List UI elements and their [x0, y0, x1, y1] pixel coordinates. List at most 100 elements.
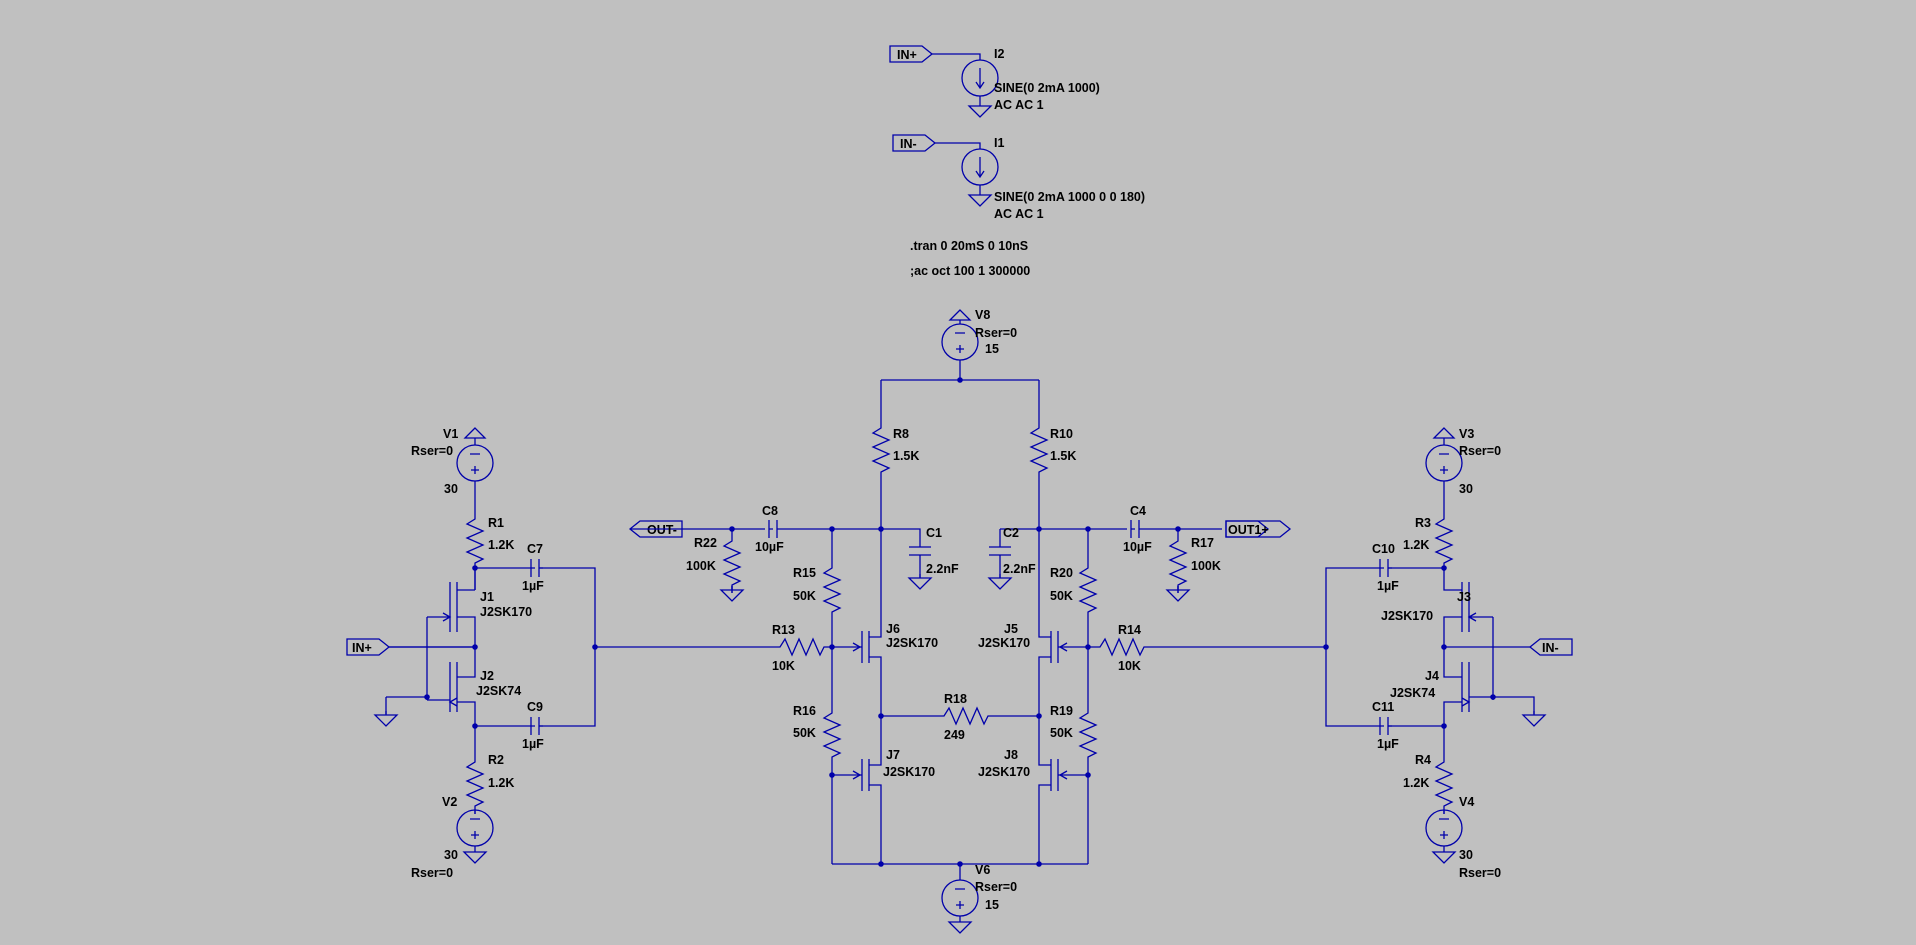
resistor-icon — [872, 415, 890, 481]
c7-value: 1µF — [522, 579, 544, 593]
c4-label: C4 — [1130, 504, 1146, 518]
v2-value: 30 — [444, 848, 458, 862]
voltage-source-icon — [941, 879, 979, 917]
j7-part: J2SK170 — [883, 765, 935, 779]
r4-label: R4 — [1415, 753, 1431, 767]
current-source-icon — [961, 148, 999, 186]
i1-label: I1 — [994, 136, 1004, 150]
v8-value: 15 — [985, 342, 999, 356]
ground-icon — [968, 190, 992, 207]
r10-value: 1.5K — [1050, 449, 1076, 463]
resistor-icon — [1435, 749, 1453, 815]
r2-value: 1.2K — [488, 776, 514, 790]
resistor-icon — [1079, 555, 1097, 621]
resistor-icon — [466, 749, 484, 815]
r13-label: R13 — [772, 623, 795, 637]
r16-label: R16 — [793, 704, 816, 718]
voltage-source-v8: V8 Rser=0 15 — [941, 308, 1017, 380]
jfet-j5: J5 J2SK170 — [978, 529, 1088, 716]
v6-label: V6 — [975, 863, 990, 877]
j6-label: J6 — [886, 622, 900, 636]
r13-value: 10K — [772, 659, 795, 673]
c1-value: 2.2nF — [926, 562, 959, 576]
i2-ac: AC AC 1 — [994, 98, 1044, 112]
net-label-out1-plus: OUT1+ — [1228, 523, 1269, 537]
r16-value: 50K — [793, 726, 816, 740]
capacitor-icon — [1379, 716, 1393, 736]
r18-value: 249 — [944, 728, 965, 742]
r4-value: 1.2K — [1403, 776, 1429, 790]
r20-value: 50K — [1050, 589, 1073, 603]
voltage-source-icon — [1425, 809, 1463, 847]
r3-value: 1.2K — [1403, 538, 1429, 552]
net-label-out-minus: OUT- — [647, 523, 677, 537]
r18-label: R18 — [944, 692, 967, 706]
ground-icon — [908, 573, 932, 590]
ground-icon — [1522, 710, 1546, 727]
v1-value: 30 — [444, 482, 458, 496]
j1-label: J1 — [480, 590, 494, 604]
tran-directive: .tran 0 20mS 0 10nS — [910, 239, 1028, 253]
v2-rser: Rser=0 — [411, 866, 453, 880]
i2-label: I2 — [994, 47, 1004, 61]
j6-part: J2SK170 — [886, 636, 938, 650]
r15-label: R15 — [793, 566, 816, 580]
v1-rser: Rser=0 — [411, 444, 453, 458]
j8-label: J8 — [1004, 748, 1018, 762]
j5-part: J2SK170 — [978, 636, 1030, 650]
capacitor-icon — [908, 546, 932, 556]
c8-label: C8 — [762, 504, 778, 518]
v4-rser: Rser=0 — [1459, 866, 1501, 880]
net-label-in-minus-right-icon — [1528, 638, 1573, 656]
r20-label: R20 — [1050, 566, 1073, 580]
current-source-i2: IN+ I2 SINE(0 2mA 1000) AC AC 1 — [889, 45, 1100, 118]
r15-value: 50K — [793, 589, 816, 603]
resistor-icon — [1435, 506, 1453, 572]
j7-label: J7 — [886, 748, 900, 762]
resistor-icon — [767, 638, 833, 656]
r14-value: 10K — [1118, 659, 1141, 673]
capacitor-icon — [1130, 519, 1144, 539]
c9-label: C9 — [527, 700, 543, 714]
ground-icon — [1166, 585, 1190, 602]
net-label-in-plus-top: IN+ — [897, 48, 917, 62]
r3-label: R3 — [1415, 516, 1431, 530]
j4-part: J2SK74 — [1390, 686, 1435, 700]
voltage-source-icon — [456, 809, 494, 847]
voltage-source-icon — [941, 323, 979, 361]
i1-ac: AC AC 1 — [994, 207, 1044, 221]
c10-value: 1µF — [1377, 579, 1399, 593]
j2-part: J2SK74 — [476, 684, 521, 698]
j5-label: J5 — [1004, 622, 1018, 636]
r1-label: R1 — [488, 516, 504, 530]
jfet-j8: J8 J2SK170 — [978, 716, 1088, 864]
current-source-icon — [961, 59, 999, 97]
j3-label: J3 — [1457, 590, 1471, 604]
resistor-icon — [1079, 700, 1097, 766]
r8-value: 1.5K — [893, 449, 919, 463]
v8-label: V8 — [975, 308, 990, 322]
r17-value: 100K — [1191, 559, 1221, 573]
voltage-source-v4: V4 30 Rser=0 — [1425, 795, 1501, 880]
resistor-icon — [1087, 638, 1153, 656]
capacitor-icon — [768, 519, 782, 539]
capacitor-icon — [988, 546, 1012, 556]
resistor-icon — [1169, 528, 1187, 594]
v4-label: V4 — [1459, 795, 1474, 809]
ground-icon — [720, 585, 744, 602]
v1-label: V1 — [443, 427, 458, 441]
c4-value: 10µF — [1123, 540, 1152, 554]
v4-value: 30 — [1459, 848, 1473, 862]
r14-label: R14 — [1118, 623, 1141, 637]
jfet-j7: J7 J2SK170 — [832, 716, 935, 864]
resistor-icon — [723, 528, 741, 594]
net-label-in-minus-top: IN- — [900, 137, 917, 151]
j2-label: J2 — [480, 669, 494, 683]
r17-label: R17 — [1191, 536, 1214, 550]
c8-value: 10µF — [755, 540, 784, 554]
jfet-j2: J2 J2SK74 — [427, 647, 521, 726]
r1-value: 1.2K — [488, 538, 514, 552]
v3-label: V3 — [1459, 427, 1474, 441]
j4-label: J4 — [1425, 669, 1439, 683]
